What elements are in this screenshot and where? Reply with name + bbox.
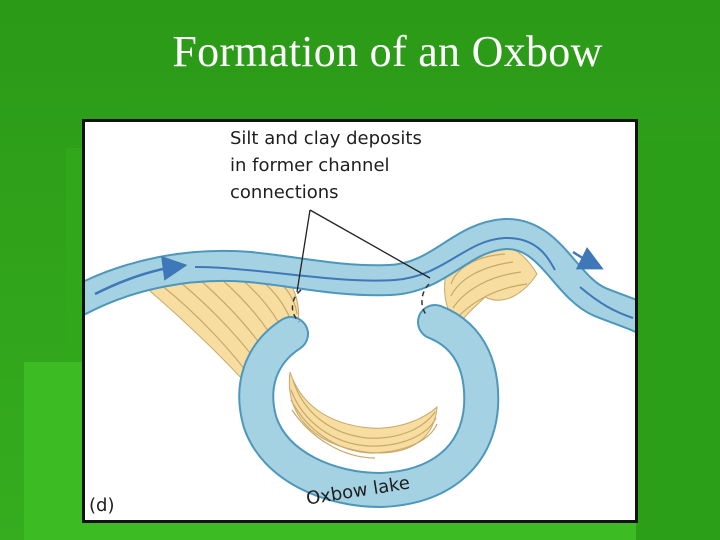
oxbow-diagram: Oxbow lake Silt and clay deposits in for… — [82, 119, 638, 523]
callout-line-3: connections — [230, 179, 422, 206]
callout-line-2: in former channel — [230, 152, 422, 179]
background-panel — [636, 142, 720, 540]
slide-title: Formation of an Oxbow — [0, 26, 720, 77]
callout-label: Silt and clay deposits in former channel… — [230, 125, 422, 206]
callout-line-1: Silt and clay deposits — [230, 125, 422, 152]
oxbow-lake — [256, 322, 481, 490]
lake-sediment-deposit — [289, 372, 437, 458]
panel-label: (d) — [89, 495, 114, 516]
